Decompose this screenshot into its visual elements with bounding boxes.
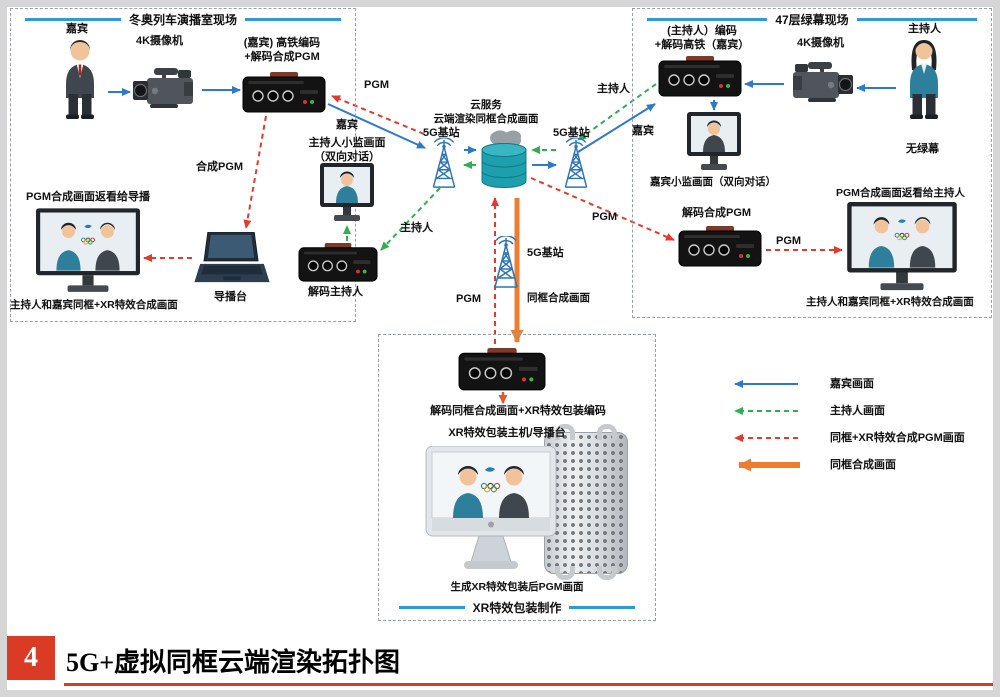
guest-monitor-label: 嘉宾小监画面（双向对话） bbox=[650, 176, 776, 188]
arrow-label-host-right: 主持人 bbox=[597, 83, 630, 95]
director-laptop bbox=[194, 232, 270, 283]
page-number-badge: 4 bbox=[7, 636, 55, 680]
title-line-left bbox=[647, 18, 768, 21]
page-number: 4 bbox=[24, 642, 38, 673]
tower-foot bbox=[597, 566, 617, 580]
encoder-label-left: (嘉宾) 高铁编码 +解码合成PGM bbox=[243, 37, 321, 64]
pgm-return-label-right: PGM合成画面返看给主持人 bbox=[836, 187, 965, 199]
host-monitor-label: 主持人小监画面 （双向对话） bbox=[308, 137, 386, 164]
decoder-label-right: 解码合成PGM bbox=[682, 207, 752, 219]
host-encoder-device bbox=[658, 56, 742, 97]
xr-output-label: 生成XR特效包装后PGM画面 bbox=[450, 581, 584, 593]
tower-foot bbox=[555, 566, 575, 580]
greenscreen-title: 47层绿幕现场 bbox=[775, 13, 849, 27]
camera-label-left: 4K摄像机 bbox=[136, 35, 184, 47]
pgm-return-monitor-right bbox=[847, 202, 957, 291]
arrow-label-pgm-down: PGM bbox=[456, 293, 482, 305]
xr-decoder-device bbox=[458, 348, 546, 391]
bs-right-label: 5G基站 bbox=[553, 127, 590, 139]
arrow-label-pgm-to-right: PGM bbox=[592, 211, 618, 223]
title-line-right bbox=[569, 606, 636, 609]
title-underline bbox=[64, 683, 993, 686]
guest-person-icon bbox=[66, 40, 94, 119]
greenscreen-box: 47层绿幕现场 bbox=[632, 8, 992, 318]
title-line-right bbox=[856, 18, 978, 21]
decoder-label-left: 解码主持人 bbox=[308, 286, 363, 298]
camera-4k-right-icon bbox=[793, 62, 853, 102]
title-line-left bbox=[399, 606, 465, 609]
no-greenscreen-label: 无绿幕 bbox=[906, 143, 939, 155]
tower-handle bbox=[555, 424, 575, 440]
host-label: 主持人 bbox=[908, 23, 941, 35]
xr-host-label: XR特效包装主机/导播台 bbox=[448, 427, 566, 439]
camera-label-right: 4K摄像机 bbox=[797, 37, 845, 49]
legend-composite-label: 同框合成画面 bbox=[830, 459, 896, 471]
host-person-icon bbox=[910, 40, 938, 119]
arrow-label-composite: 同框合成画面 bbox=[527, 292, 590, 304]
legend-pgm-label: 同框+XR特效合成PGM画面 bbox=[830, 432, 965, 444]
arrow-label-pgm-left: PGM bbox=[364, 79, 390, 91]
title-line-right bbox=[245, 18, 342, 21]
tower-handle bbox=[597, 424, 617, 440]
train-studio-title: 冬奥列车演播室现场 bbox=[129, 13, 238, 27]
guest-small-monitor bbox=[687, 112, 741, 170]
5g-tower-bottom-icon bbox=[494, 236, 518, 288]
legend-host-label: 主持人画面 bbox=[830, 405, 885, 417]
5g-tower-right-icon bbox=[564, 138, 588, 188]
title-line-left bbox=[25, 18, 121, 21]
bs-left-label: 5G基站 bbox=[423, 127, 460, 139]
pgm-return-monitor-left bbox=[36, 208, 140, 292]
arrow-label-pgm-monitor: PGM bbox=[776, 235, 802, 247]
page-title: 5G+虚拟同框云端渲染拓扑图 bbox=[66, 648, 401, 677]
bs-bottom-label: 5G基站 bbox=[527, 247, 564, 259]
host-decoder-device bbox=[298, 243, 378, 282]
cloud-label: 云服务 云端渲染同框合成画面 bbox=[433, 99, 539, 125]
director-label: 导播台 bbox=[214, 291, 247, 303]
xr-production-title: XR特效包装制作 bbox=[472, 601, 562, 615]
arrow-label-guest-left: 嘉宾 bbox=[336, 119, 358, 131]
host-small-monitor bbox=[320, 163, 374, 221]
greenscreen-title-row: 47层绿幕现场 bbox=[647, 11, 978, 28]
5g-tower-left-icon bbox=[432, 138, 456, 188]
arrow-label-guest-right: 嘉宾 bbox=[632, 125, 654, 137]
xr-production-box: XR特效包装制作 bbox=[378, 334, 656, 621]
camera-4k-left-icon bbox=[133, 68, 193, 108]
pgm-return-label-left: PGM合成画面返看给导播 bbox=[26, 191, 151, 203]
legend-guest-label: 嘉宾画面 bbox=[830, 378, 874, 390]
xr-production-title-row: XR特效包装制作 bbox=[399, 599, 636, 616]
arrow-label-host-left: 主持人 bbox=[400, 222, 433, 234]
guest-encoder-device bbox=[242, 72, 326, 113]
guest-label: 嘉宾 bbox=[66, 23, 88, 35]
xr-decoder-label: 解码同框合成画面+XR特效包装编码 bbox=[430, 405, 606, 417]
arrow-label-composite-pgm: 合成PGM bbox=[196, 161, 244, 173]
encoder-label-right: (主持人）编码 +解码高铁（嘉宾） bbox=[654, 25, 750, 52]
xr-host-imac bbox=[425, 446, 557, 569]
train-studio-title-row: 冬奥列车演播室现场 bbox=[25, 11, 342, 28]
monitor-caption-left: 主持人和嘉宾同框+XR特效合成画面 bbox=[10, 299, 178, 311]
cloud-render-server-icon bbox=[481, 130, 527, 188]
pgm-decoder-device bbox=[678, 226, 762, 267]
monitor-caption-right: 主持人和嘉宾同框+XR特效合成画面 bbox=[806, 296, 974, 308]
